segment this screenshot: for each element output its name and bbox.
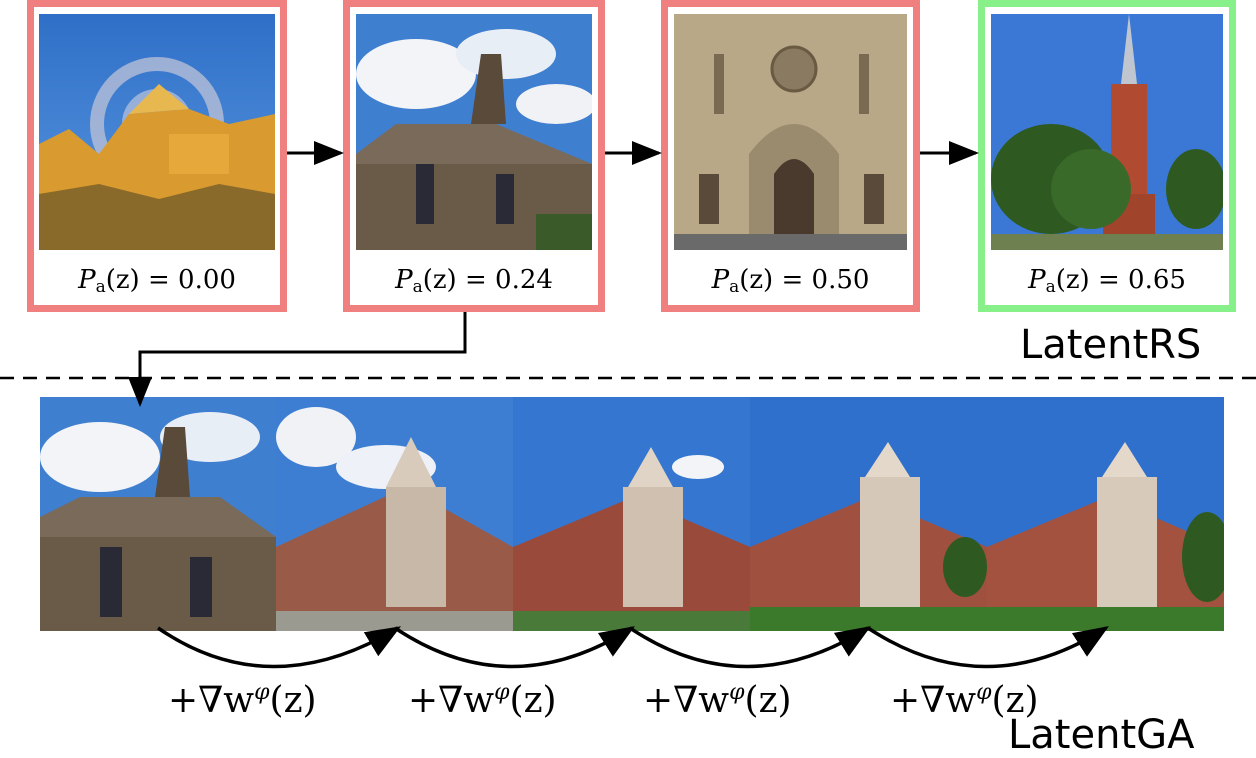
sample-frame-1: Pa(z) = 0.00 bbox=[27, 0, 287, 312]
sample-image-4 bbox=[991, 14, 1223, 250]
ga-step-curve-1 bbox=[157, 626, 401, 669]
ga-step-curve-3 bbox=[629, 626, 871, 669]
sample-frame-3: Pa(z) = 0.50 bbox=[661, 0, 920, 312]
ga-step-label-3: +∇wφ(z) bbox=[643, 680, 792, 721]
latent-rs-label: LatentRS bbox=[1020, 322, 1202, 368]
sample-image-1 bbox=[39, 14, 275, 250]
sample-caption-3: Pa(z) = 0.50 bbox=[711, 265, 870, 297]
ga-image-1 bbox=[40, 397, 276, 631]
sample-caption-1: Pa(z) = 0.00 bbox=[78, 265, 236, 297]
sample-image-2 bbox=[356, 14, 592, 250]
ga-step-label-1: +∇wφ(z) bbox=[168, 680, 317, 721]
latent-ga-label: LatentGA bbox=[1008, 712, 1195, 758]
sample-image-3 bbox=[674, 14, 907, 250]
sample-caption-4: Pa(z) = 0.65 bbox=[1028, 265, 1186, 297]
ga-step-label-4: +∇wφ(z) bbox=[890, 680, 1039, 721]
ga-step-curve-4 bbox=[867, 626, 1109, 669]
sample-caption-2: Pa(z) = 0.24 bbox=[395, 265, 553, 297]
ga-step-label-2: +∇wφ(z) bbox=[408, 680, 557, 721]
ga-image-3 bbox=[513, 397, 750, 631]
arrow-to-latent-ga bbox=[128, 312, 467, 407]
sample-frame-4: Pa(z) = 0.65 bbox=[978, 0, 1236, 312]
ga-image-2 bbox=[276, 397, 513, 631]
ga-step-curve-2 bbox=[394, 626, 635, 669]
sample-frame-2: Pa(z) = 0.24 bbox=[343, 0, 605, 312]
ga-image-4 bbox=[750, 397, 987, 631]
